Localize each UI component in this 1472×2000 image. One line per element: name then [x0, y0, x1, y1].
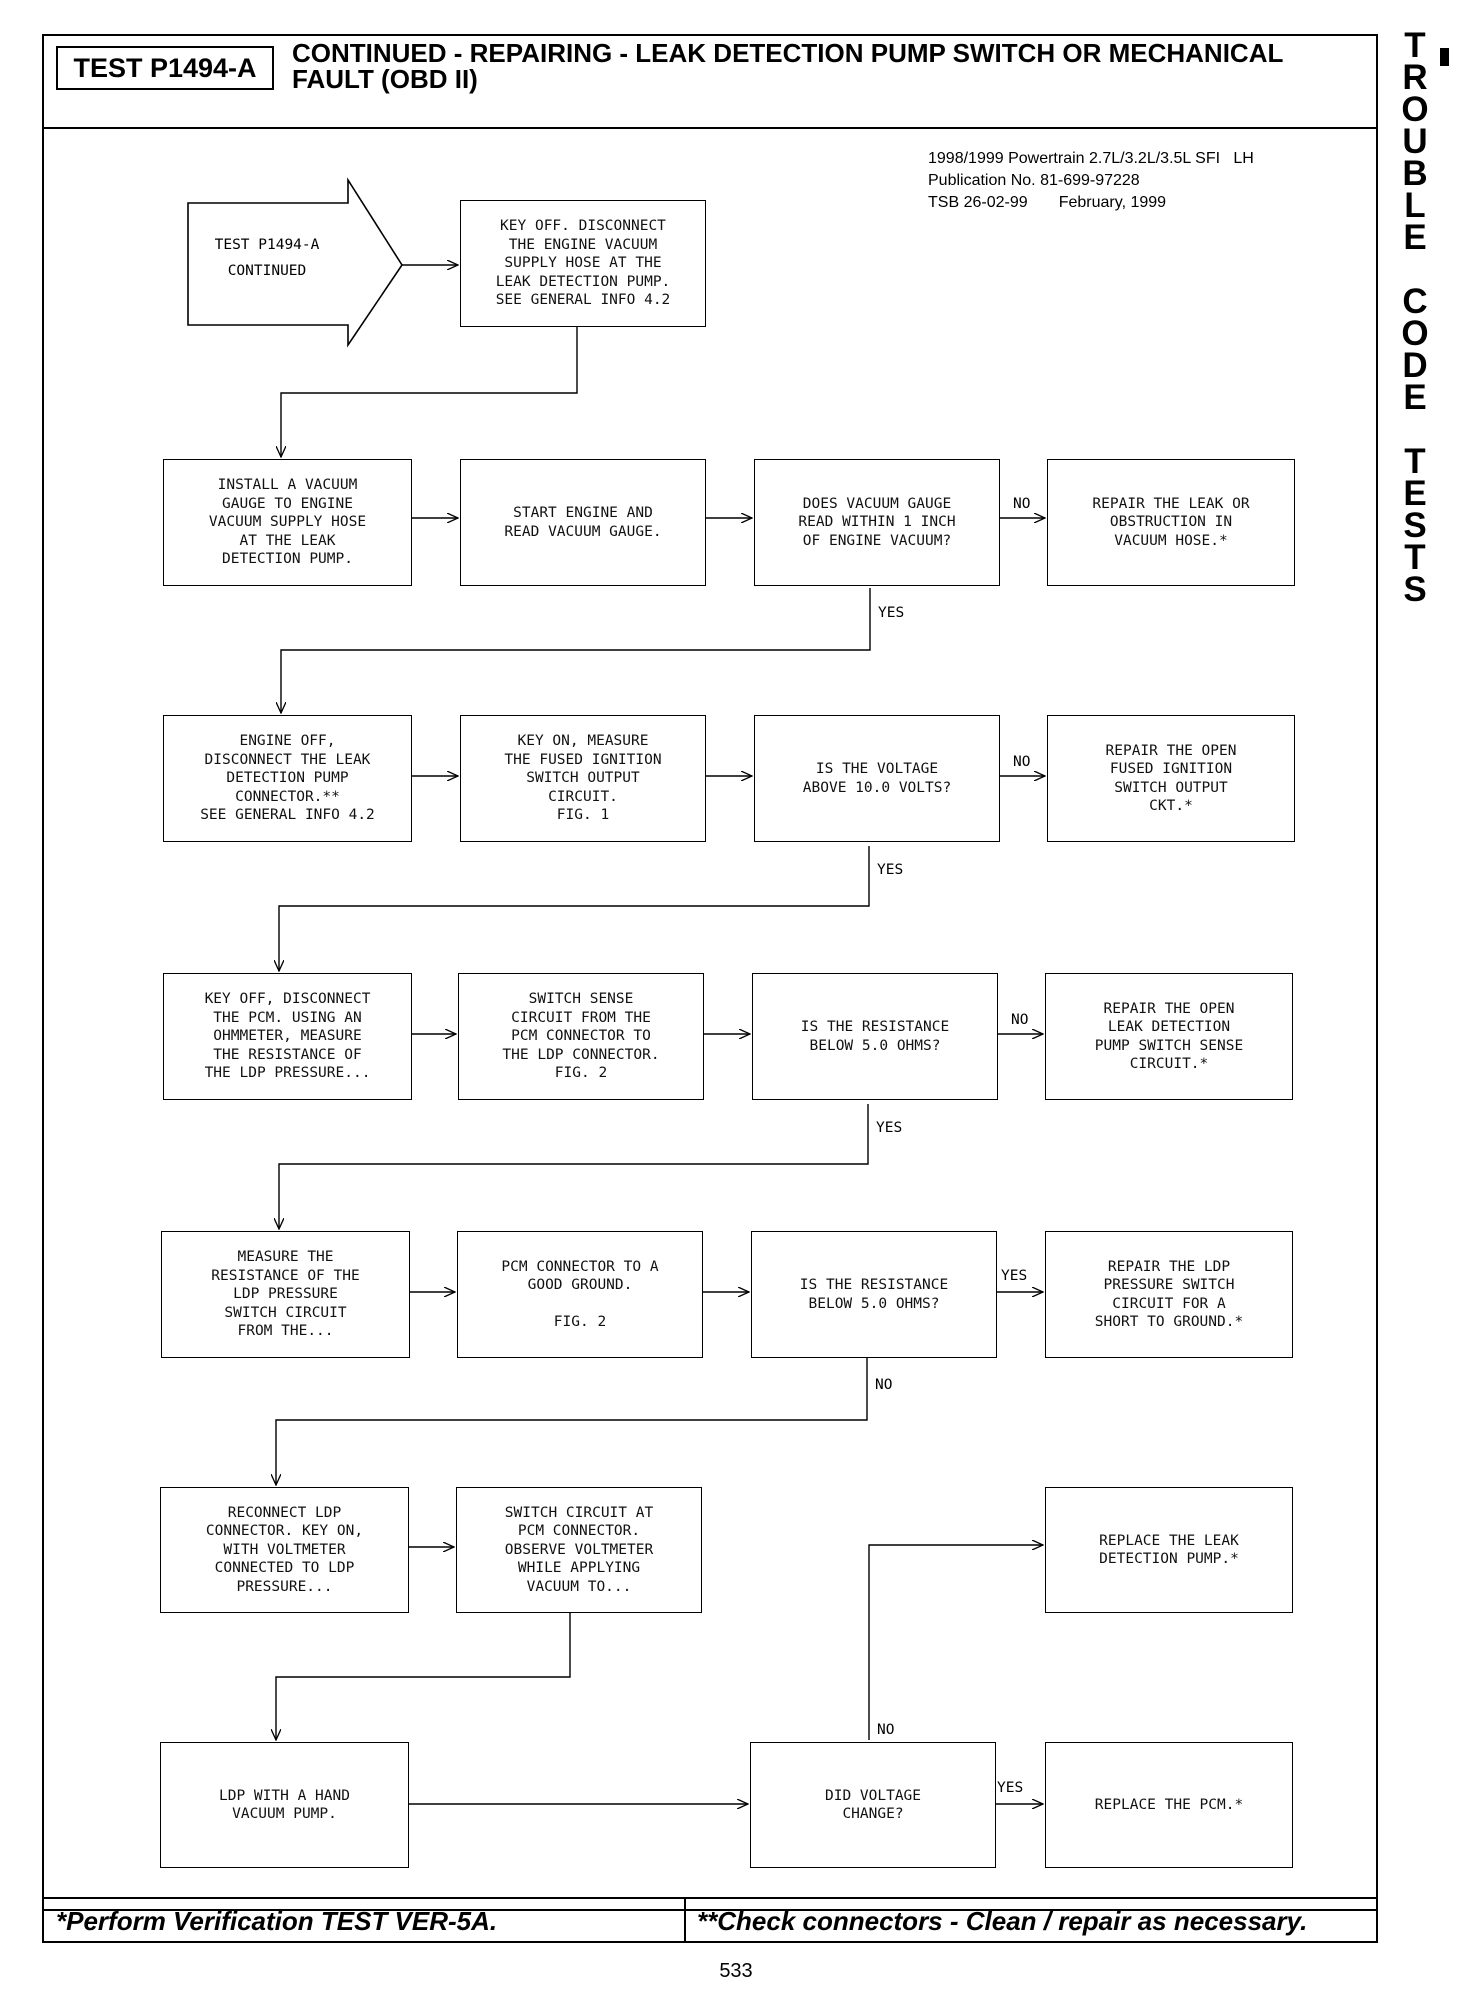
publication-line: 1998/1999 Powertrain 2.7L/3.2L/3.5L SFI … [928, 150, 1254, 167]
side-tab-letter: C [1402, 282, 1428, 321]
side-tab-letter: T [1404, 538, 1426, 577]
step-measure-ignition-circuit: KEY ON, MEASURE THE FUSED IGNITION SWITC… [460, 715, 706, 842]
branch-label-yes: YES [878, 605, 905, 621]
start-terminal-label: TEST P1494-A CONTINUED [214, 237, 320, 279]
connector [281, 588, 871, 713]
decision-voltage: IS THE VOLTAGE ABOVE 10.0 VOLTS? [754, 715, 1000, 842]
step-observe-voltmeter: SWITCH CIRCUIT AT PCM CONNECTOR. OBSERVE… [456, 1487, 702, 1613]
connector [281, 327, 578, 457]
section-marker [1440, 48, 1449, 66]
footer-frame [42, 1897, 1378, 1943]
result-repair-short-to-ground: REPAIR THE LDP PRESSURE SWITCH CIRCUIT F… [1045, 1231, 1293, 1358]
publication-line: TSB 26-02-99 February, 1999 [928, 194, 1167, 211]
side-tab-letter: O [1401, 314, 1429, 353]
branch-label-no: NO [1011, 1012, 1029, 1028]
publication-line: Publication No. 81-699-97228 [928, 172, 1140, 189]
step-disconnect-vacuum-hose: KEY OFF. DISCONNECT THE ENGINE VACUUM SU… [460, 200, 706, 327]
step-disconnect-pcm: KEY OFF, DISCONNECT THE PCM. USING AN OH… [163, 973, 412, 1100]
result-repair-leak: REPAIR THE LEAK OR OBSTRUCTION IN VACUUM… [1047, 459, 1295, 586]
connector [279, 1104, 869, 1229]
branch-label-no: NO [877, 1722, 895, 1738]
side-tab-letter: T [1404, 26, 1426, 65]
page-frame [42, 34, 1378, 1911]
step-switch-sense-circuit: SWITCH SENSE CIRCUIT FROM THE PCM CONNEC… [458, 973, 704, 1100]
result-repair-sense-circuit: REPAIR THE OPEN LEAK DETECTION PUMP SWIT… [1045, 973, 1293, 1100]
side-tab-letter: B [1402, 154, 1428, 193]
header-divider [42, 127, 1378, 129]
side-tab-letter: L [1404, 186, 1426, 225]
result-replace-pcm: REPLACE THE PCM.* [1045, 1742, 1293, 1868]
step-reconnect-ldp: RECONNECT LDP CONNECTOR. KEY ON, WITH VO… [160, 1487, 409, 1613]
step-install-vacuum-gauge: INSTALL A VACUUM GAUGE TO ENGINE VACUUM … [163, 459, 412, 586]
step-measure-switch-circuit: MEASURE THE RESISTANCE OF THE LDP PRESSU… [161, 1231, 410, 1358]
connector [276, 1613, 571, 1740]
branch-label-no: NO [1013, 496, 1031, 512]
decision-resistance-open: IS THE RESISTANCE BELOW 5.0 OHMS? [752, 973, 998, 1100]
start-arrow-shape [187, 177, 403, 348]
decision-resistance-short: IS THE RESISTANCE BELOW 5.0 OHMS? [751, 1231, 997, 1358]
branch-label-no: NO [1013, 754, 1031, 770]
connector [279, 846, 870, 971]
step-start-engine: START ENGINE AND READ VACUUM GAUGE. [460, 459, 706, 586]
page-number: 533 [719, 1960, 753, 1982]
result-replace-ldp: REPLACE THE LEAK DETECTION PUMP.* [1045, 1487, 1293, 1613]
result-repair-ignition-circuit: REPAIR THE OPEN FUSED IGNITION SWITCH OU… [1047, 715, 1295, 842]
footer-separator [684, 1897, 686, 1941]
decision-vacuum-gauge: DOES VACUUM GAUGE READ WITHIN 1 INCH OF … [754, 459, 1000, 586]
decision-voltage-change: DID VOLTAGE CHANGE? [750, 1742, 996, 1868]
test-id-label: TEST P1494-A [56, 46, 274, 90]
connector [276, 1358, 868, 1485]
side-tab-letter: U [1402, 122, 1428, 161]
side-tab-letter: S [1403, 506, 1427, 545]
page-title: CONTINUED - REPAIRING - LEAK DETECTION P… [292, 38, 1283, 94]
side-tab-letter: S [1403, 570, 1427, 609]
side-tab-letter: D [1402, 346, 1428, 385]
side-tab-letter: R [1402, 58, 1428, 97]
side-tab-letter: E [1403, 218, 1427, 257]
step-hand-vacuum-pump: LDP WITH A HAND VACUUM PUMP. [160, 1742, 409, 1868]
branch-label-yes: YES [1001, 1268, 1028, 1284]
footer-divider [42, 1897, 1378, 1899]
branch-label-yes: YES [997, 1780, 1024, 1796]
side-tab-letter: E [1403, 474, 1427, 513]
step-disconnect-ldp-connector: ENGINE OFF, DISCONNECT THE LEAK DETECTIO… [163, 715, 412, 842]
branch-label-yes: YES [876, 1120, 903, 1136]
step-pcm-connector-ground: PCM CONNECTOR TO A GOOD GROUND. FIG. 2 [457, 1231, 703, 1358]
connector [868, 1545, 1043, 1740]
footer-note-connectors: **Check connectors - Clean / repair as n… [697, 1906, 1308, 1936]
side-tab-letter: T [1404, 442, 1426, 481]
side-tab-letter: E [1403, 378, 1427, 417]
publication-info: 1998/1999 Powertrain 2.7L/3.2L/3.5L SFI … [928, 148, 1254, 214]
branch-label-no: NO [875, 1377, 893, 1393]
footer-note-verification: *Perform Verification TEST VER-5A. [56, 1906, 498, 1936]
side-tab-trouble-code-tests: T R O U B L E C O D E T E S T S [1393, 26, 1437, 609]
branch-label-yes: YES [877, 862, 904, 878]
side-tab-letter: O [1401, 90, 1429, 129]
